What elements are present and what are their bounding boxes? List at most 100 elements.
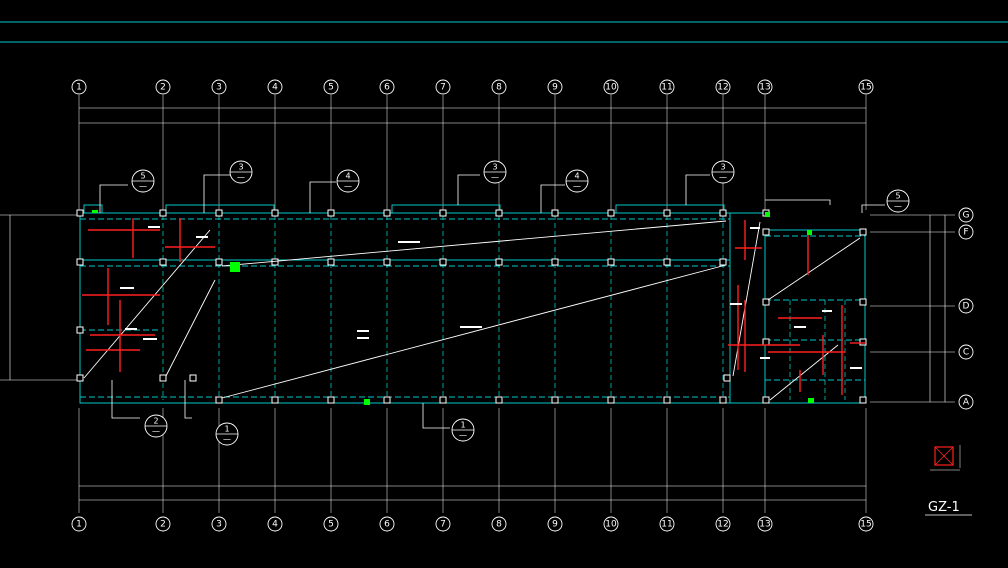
axis-right-D: D <box>958 298 974 314</box>
column <box>439 396 447 404</box>
axis-bottom-3: 3 <box>211 516 227 532</box>
axis-top-label: 9 <box>552 83 558 93</box>
axis-bottom-8: 8 <box>491 516 507 532</box>
axis-bottom-label: 15 <box>860 520 871 530</box>
axis-top-label: 11 <box>661 83 672 93</box>
axis-right-label: D <box>963 302 970 312</box>
column <box>859 228 867 236</box>
column <box>439 258 447 266</box>
axis-bottom-bubble <box>491 516 507 532</box>
column <box>663 258 671 266</box>
axis-top-5: 5 <box>323 79 339 95</box>
callout-number: 2 <box>153 417 158 426</box>
axis-bottom-bubble <box>323 516 339 532</box>
axis-top-label: 12 <box>717 83 728 93</box>
section-callout: 3— <box>229 160 253 184</box>
axis-top-label: 13 <box>759 83 770 93</box>
axis-bottom-15: 15 <box>858 516 874 532</box>
axis-bottom-label: 5 <box>328 520 334 530</box>
column <box>663 396 671 404</box>
axis-top-label: 10 <box>605 83 617 93</box>
section-callout: 3— <box>711 160 735 184</box>
axis-bottom-bubble <box>267 516 283 532</box>
column <box>719 209 727 217</box>
axis-right-bubble <box>958 344 974 360</box>
column <box>859 298 867 306</box>
axis-top-bubble <box>547 79 563 95</box>
column <box>383 258 391 266</box>
axis-bottom-2: 2 <box>155 516 171 532</box>
column <box>551 258 559 266</box>
axis-top-bubble <box>659 79 675 95</box>
axis-bottom-bubble <box>379 516 395 532</box>
axis-right-label: A <box>963 398 970 408</box>
callout-number: 4 <box>345 172 350 181</box>
column <box>76 326 84 334</box>
callout-number: 1 <box>460 421 465 430</box>
column <box>327 396 335 404</box>
axis-bottom-1: 1 <box>71 516 87 532</box>
axis-bottom-label: 10 <box>605 520 617 530</box>
axis-bottom-bubble <box>603 516 619 532</box>
section-callout: 1— <box>215 422 239 446</box>
axis-top-9: 9 <box>547 79 563 95</box>
axis-right-bubble <box>958 298 974 314</box>
callout-detail: — <box>344 182 352 191</box>
axis-top-bubble <box>491 79 507 95</box>
column <box>76 258 84 266</box>
axis-right-G: G <box>958 207 974 223</box>
axis-top-label: 1 <box>76 83 82 93</box>
callout-detail: — <box>459 431 467 440</box>
axis-bottom-4: 4 <box>267 516 283 532</box>
axis-top-1: 1 <box>71 79 87 95</box>
axis-bottom-label: 1 <box>76 520 82 530</box>
callout-detail: — <box>152 427 160 436</box>
axis-top-bubble <box>379 79 395 95</box>
axis-top-label: 15 <box>860 83 871 93</box>
column <box>327 209 335 217</box>
column <box>215 396 223 404</box>
axis-right-bubble <box>958 224 974 240</box>
axis-top-10: 10 <box>603 79 619 95</box>
axis-bottom-label: 2 <box>160 520 166 530</box>
axis-bottom-6: 6 <box>379 516 395 532</box>
axis-bottom-5: 5 <box>323 516 339 532</box>
axis-bottom-bubble <box>547 516 563 532</box>
callout-detail: — <box>491 173 499 182</box>
axis-top-4: 4 <box>267 79 283 95</box>
column <box>607 396 615 404</box>
axis-top-3: 3 <box>211 79 227 95</box>
axis-top-bubble <box>603 79 619 95</box>
section-callout: 5— <box>886 189 910 213</box>
axis-bottom-bubble <box>659 516 675 532</box>
section-callout: 3— <box>483 160 507 184</box>
column <box>859 338 867 346</box>
axis-top-2: 2 <box>155 79 171 95</box>
axis-bottom-11: 11 <box>659 516 675 532</box>
axis-top-label: 8 <box>496 83 502 93</box>
column <box>607 209 615 217</box>
callout-number: 5 <box>895 192 900 201</box>
callout-detail: — <box>223 435 231 444</box>
section-callout: 1— <box>451 418 475 442</box>
rebar-annotations <box>120 226 862 369</box>
axis-top-bubble <box>211 79 227 95</box>
axis-bottom-13: 13 <box>757 516 773 532</box>
axis-top-bubble <box>155 79 171 95</box>
axis-bottom-bubble <box>715 516 731 532</box>
callout-detail: — <box>573 182 581 191</box>
axis-top-label: 7 <box>440 83 446 93</box>
column <box>383 396 391 404</box>
column <box>271 209 279 217</box>
axis-bottom-bubble <box>155 516 171 532</box>
axis-right-F: F <box>958 224 974 240</box>
axis-top-bubble <box>858 79 874 95</box>
building-plan <box>76 174 885 429</box>
axis-top-label: 2 <box>160 83 166 93</box>
axis-right-A: A <box>958 394 974 410</box>
column <box>551 396 559 404</box>
column <box>719 258 727 266</box>
dimension-lines <box>0 107 946 501</box>
